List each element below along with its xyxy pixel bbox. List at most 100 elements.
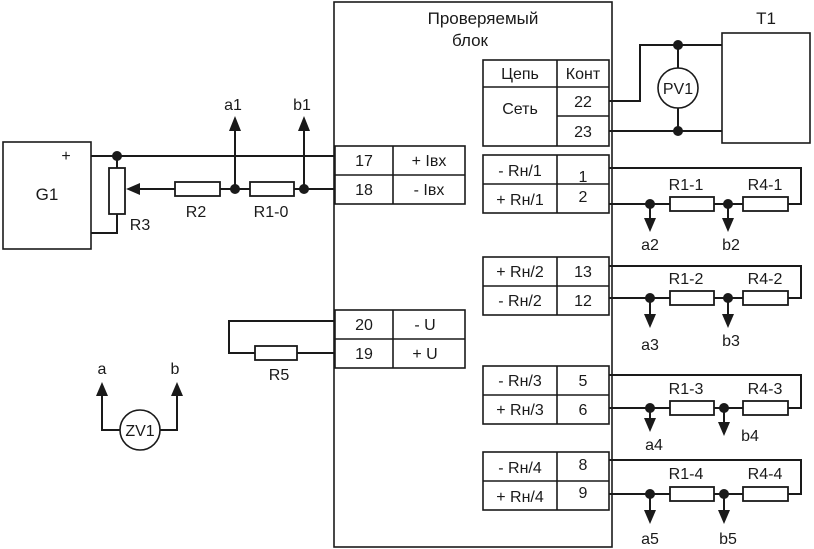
arrow-down-icon (644, 314, 656, 328)
terminal-9: 9 (579, 485, 588, 502)
terminal-19: 19 (355, 346, 373, 363)
wire-zv1-b (160, 393, 178, 431)
r4-4-resistor (742, 486, 789, 502)
terminal-17: 17 (355, 153, 373, 170)
signal-load2-minus: - Rн/2 (498, 293, 542, 310)
point-a5-label: a5 (641, 531, 659, 548)
mains-table: Цепь Конт Сеть 22 23 (482, 59, 610, 147)
voltage-table: 20 - U 19 + U (334, 309, 466, 369)
load-table-4: - Rн/4 8 + Rн/4 9 (482, 451, 610, 511)
point-a-label: a (98, 361, 107, 378)
signal-load2-plus: + Rн/2 (496, 264, 544, 281)
arrow-down-icon (644, 418, 656, 432)
r1-1-label: R1-1 (669, 177, 704, 194)
r1-1-resistor (669, 196, 715, 212)
arrow-up-icon (298, 116, 310, 131)
g1-label: G1 (36, 185, 59, 204)
load-table-1: - Rн/1 1 + Rн/1 2 (482, 154, 610, 214)
signal-minus-iin: - Iвх (414, 182, 445, 199)
r5-resistor (254, 345, 298, 361)
point-b-label: b (171, 361, 180, 378)
arrow-down-icon (644, 218, 656, 232)
terminal-1: 1 (579, 169, 588, 186)
junction-dot (673, 40, 683, 50)
terminal-8: 8 (579, 457, 588, 474)
terminal-12: 12 (574, 293, 592, 310)
arrow-down-icon (718, 422, 730, 436)
r1-2-resistor (669, 290, 715, 306)
g1-source (2, 141, 92, 250)
point-b2-label: b2 (722, 237, 740, 254)
signal-plus-u: + U (412, 346, 437, 363)
r4-1-resistor (742, 196, 789, 212)
terminal-20: 20 (355, 317, 373, 334)
r4-2-resistor (742, 290, 789, 306)
wire-zv1-a (101, 393, 120, 431)
block-title-line2: блок (452, 31, 489, 50)
arrow-up-icon (96, 382, 108, 396)
signal-load1-plus: + Rн/1 (496, 192, 544, 209)
signal-load3-plus: + Rн/3 (496, 402, 544, 419)
wire-load1-top (609, 167, 802, 205)
r2-resistor (174, 181, 221, 197)
pv1-meter (657, 67, 699, 109)
arrow-down-icon (718, 510, 730, 524)
input-table: 17 + Iвх 18 - Iвх (334, 145, 466, 205)
t1-label: T1 (756, 9, 776, 28)
block-title-line1: Проверяемый (428, 9, 539, 28)
junction-dot (673, 126, 683, 136)
arrow-down-icon (722, 218, 734, 232)
wiper-arrow-icon (126, 183, 140, 195)
terminal-13: 13 (574, 264, 592, 281)
signal-load1-minus: - Rн/1 (498, 163, 542, 180)
r1-0-resistor (249, 181, 295, 197)
point-a4-label: a4 (645, 437, 663, 454)
point-a3-label: a3 (641, 337, 659, 354)
r4-1-label: R4-1 (748, 177, 783, 194)
point-a1-label: a1 (224, 97, 242, 114)
terminal-5: 5 (579, 373, 588, 390)
r1-4-label: R1-4 (669, 466, 704, 483)
r1-4-resistor (669, 486, 715, 502)
circuit-mains: Сеть (502, 101, 538, 118)
signal-minus-u: - U (414, 317, 435, 334)
header-contact: Конт (566, 66, 601, 83)
r4-3-resistor (742, 400, 789, 416)
r1-3-resistor (669, 400, 715, 416)
terminal-23: 23 (574, 124, 592, 141)
r1-2-label: R1-2 (669, 271, 704, 288)
arrow-up-icon (171, 382, 183, 396)
r4-4-label: R4-4 (748, 466, 783, 483)
point-a2-label: a2 (641, 237, 659, 254)
g1-plus-label: + (61, 148, 70, 165)
r4-3-label: R4-3 (748, 381, 783, 398)
arrow-down-icon (644, 510, 656, 524)
point-b1-label: b1 (293, 97, 311, 114)
r1-3-label: R1-3 (669, 381, 704, 398)
header-circuit: Цепь (501, 66, 539, 83)
r5-label: R5 (269, 367, 290, 384)
point-b5-label: b5 (719, 531, 737, 548)
junction-dot (112, 151, 122, 161)
wire-r5-left (228, 320, 335, 354)
zv1-label: ZV1 (125, 423, 154, 440)
signal-load3-minus: - Rн/3 (498, 373, 542, 390)
t1-transformer (721, 32, 811, 144)
terminal-18: 18 (355, 182, 373, 199)
point-b3-label: b3 (722, 333, 740, 350)
load-table-2: + Rн/2 13 - Rн/2 12 (482, 256, 610, 316)
signal-load4-plus: + Rн/4 (496, 489, 544, 506)
r4-2-label: R4-2 (748, 271, 783, 288)
wire-load2-top (609, 265, 802, 299)
pv1-label: PV1 (663, 81, 693, 98)
wire-r3-bottom (91, 214, 118, 234)
wire-load4-top (609, 459, 802, 495)
terminal-22: 22 (574, 94, 592, 111)
signal-plus-iin: + Iвх (412, 153, 447, 170)
r3-resistor (108, 167, 126, 215)
load-table-3: - Rн/3 5 + Rн/3 6 (482, 365, 610, 425)
r1-0-label: R1-0 (254, 204, 289, 221)
r2-label: R2 (186, 204, 207, 221)
